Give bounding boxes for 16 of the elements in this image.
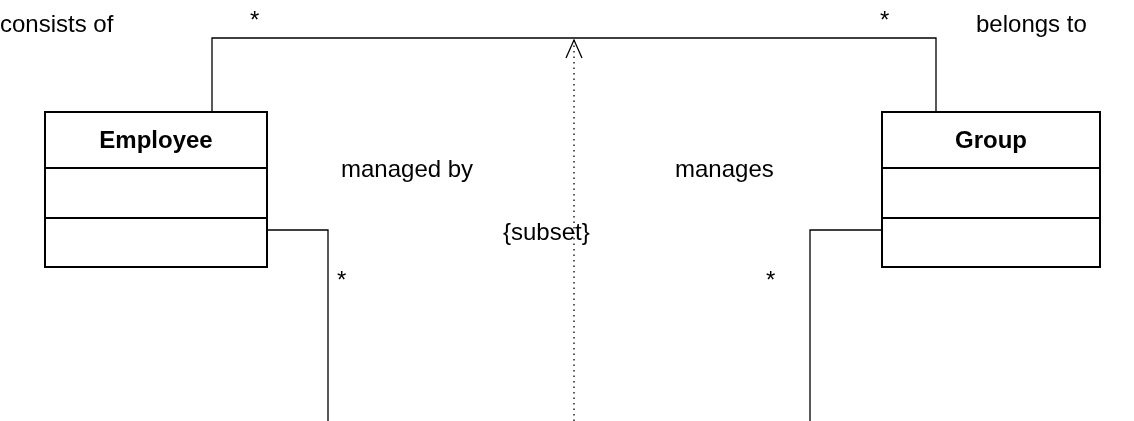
- class-name: Group: [955, 125, 1027, 155]
- role-label: belongs to: [976, 12, 1087, 36]
- class-box: [881, 111, 1101, 268]
- role-label: {subset}: [503, 220, 590, 244]
- role-label: *: [766, 268, 776, 292]
- class-box: [44, 111, 268, 268]
- role-label: consists of: [0, 12, 114, 36]
- role-label: *: [880, 8, 890, 32]
- role-label: managed by: [341, 157, 474, 181]
- class-name: Employee: [99, 125, 213, 155]
- role-label: *: [250, 8, 260, 32]
- association-line: [211, 37, 937, 112]
- role-label: manages: [675, 157, 774, 181]
- role-label: *: [337, 268, 347, 292]
- association-line: [809, 229, 882, 421]
- association-line: [267, 229, 329, 421]
